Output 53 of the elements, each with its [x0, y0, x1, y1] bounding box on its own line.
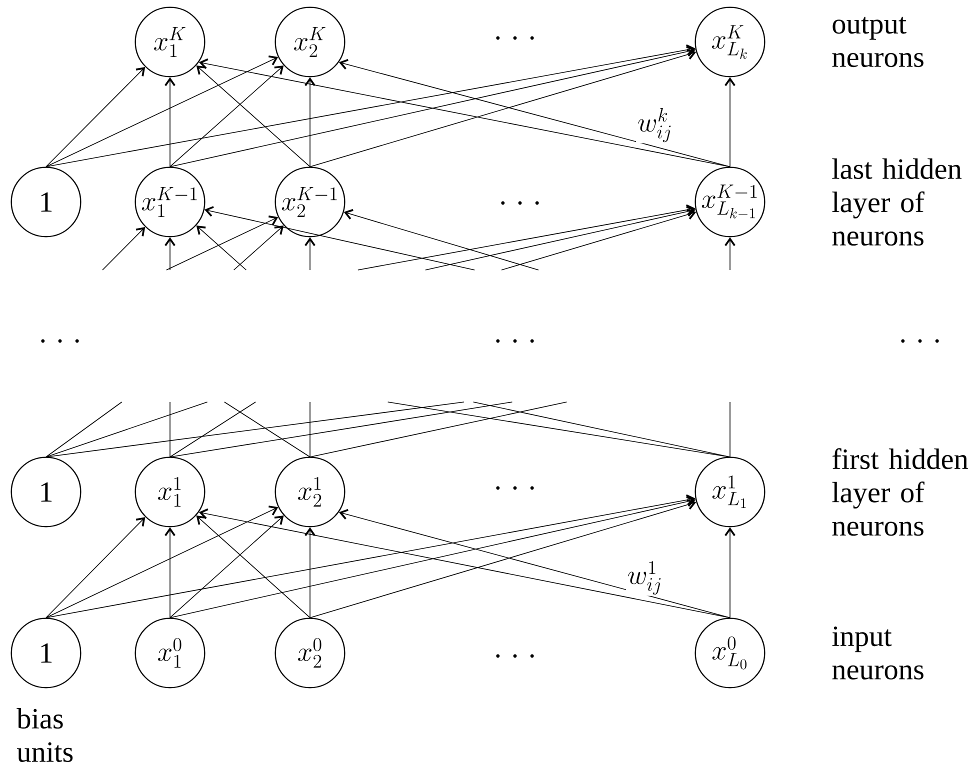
arrow: [170, 65, 284, 168]
layer-label: output neurons: [832, 16, 924, 68]
arrow: [233, 225, 284, 270]
arrow: [196, 225, 247, 270]
arrow: [198, 508, 730, 618]
arrow: [344, 209, 539, 270]
arrow: [46, 67, 146, 168]
arrow: [170, 496, 696, 618]
ellipsis: · · ·: [496, 36, 534, 40]
arrow: [310, 499, 696, 618]
bias-label: bias units: [16, 708, 73, 762]
arrow: [204, 206, 475, 270]
ellipsis: · · ·: [901, 339, 939, 343]
arrow: [338, 509, 730, 618]
layer-label: first hidden layer of neurons: [832, 448, 968, 536]
arrow: [170, 516, 284, 618]
arrow: [304, 77, 316, 168]
arrow: [46, 55, 278, 168]
ellipsis: · · ·: [496, 339, 534, 343]
arrow: [102, 227, 146, 270]
layer-label: input neurons: [832, 626, 924, 680]
arrow: [170, 46, 696, 168]
ellipsis: · · ·: [496, 486, 534, 490]
arrow: [166, 216, 278, 270]
arrow: [46, 506, 278, 618]
weight-label: $w_{ij}^1$: [626, 560, 664, 596]
ellipsis: · · ·: [41, 339, 79, 343]
arrow: [358, 204, 696, 270]
bias-neuron: 1: [10, 166, 82, 238]
arrow: [310, 49, 696, 168]
arrow: [46, 44, 696, 168]
arrow: [196, 516, 310, 618]
arrow: [724, 237, 736, 270]
ellipsis: · · ·: [496, 654, 534, 658]
layer-label: last hidden layer of neurons: [832, 158, 962, 246]
arrow: [304, 237, 316, 270]
arrow: [164, 527, 176, 618]
weight-label: $w_{ij}^k$: [636, 106, 674, 144]
arrow: [196, 65, 310, 168]
arrow: [164, 77, 176, 168]
arrow: [724, 527, 736, 618]
arrow: [338, 58, 730, 168]
bias-neuron: 1: [10, 618, 82, 688]
arrow: [724, 77, 736, 168]
arrow: [501, 209, 696, 270]
arrow: [425, 206, 696, 270]
arrow: [198, 58, 730, 168]
arrow: [46, 494, 696, 618]
bias-neuron: 1: [10, 456, 82, 528]
arrow: [46, 517, 146, 618]
ellipsis: · · ·: [501, 201, 539, 205]
arrow: [164, 237, 176, 270]
arrow: [304, 527, 316, 618]
